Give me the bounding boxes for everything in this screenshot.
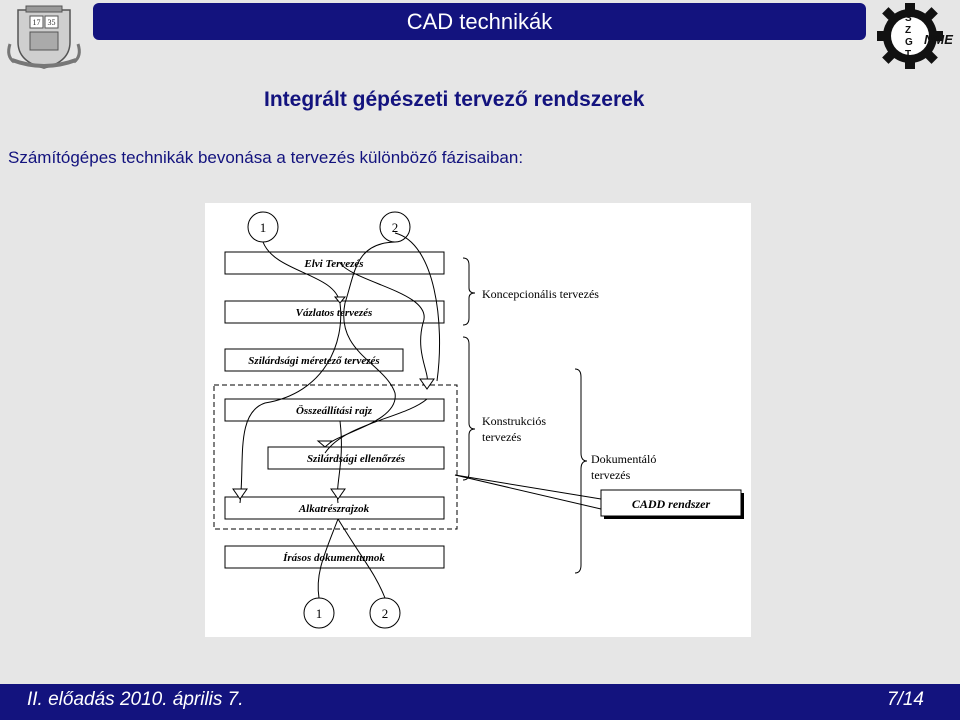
design-phase-diagram: 1 2 1 2 Elvi Tervezés Vázlatos tervezés …	[205, 203, 751, 637]
top-circle-1-label: 1	[260, 220, 267, 235]
box-szilardsagi-ellenorzes-label: Szilárdsági ellenőrzés	[307, 453, 405, 465]
box-elvi	[224, 251, 445, 275]
szgt-nme-gear-logo: S Z G T NME	[877, 3, 953, 69]
top-circle-2-label: 2	[392, 220, 399, 235]
university-crest-logo: 17 35	[7, 5, 81, 69]
box-irasos-label: Írásos dokumentumok	[282, 552, 385, 564]
box-elvi-label: Elvi Tervezés	[303, 258, 363, 270]
bottom-circle-1-label: 1	[316, 606, 323, 621]
box-osszeallitasi	[224, 398, 445, 422]
dashed-region	[213, 384, 458, 530]
box-szilardsagi-ellenorzes	[267, 446, 445, 470]
slide-title: Integrált gépészeti tervező rendszerek	[264, 88, 645, 111]
gear-logo-text: NME	[924, 32, 953, 47]
footer-bar	[0, 684, 960, 720]
phase-construction-line2: tervezés	[482, 430, 522, 444]
gear-letter-s: S	[905, 13, 912, 24]
page-number: 7/14	[887, 689, 924, 710]
box-szilardsagi-meretezo	[224, 348, 404, 372]
box-alkatreszrajzok-label: Alkatrészrajzok	[298, 503, 370, 515]
bottom-circle-2-label: 2	[382, 606, 389, 621]
box-vazlatos-label: Vázlatos tervezés	[296, 307, 373, 319]
cadd-label: CADD rendszer	[632, 497, 711, 511]
box-irasos	[224, 545, 445, 569]
phase-documentation-line2: tervezés	[591, 468, 631, 482]
gear-letter-t: T	[905, 49, 911, 60]
box-osszeallitasi-label: Összeállítási rajz	[296, 404, 373, 417]
header-title-bar: CAD technikák	[93, 3, 866, 40]
phase-documentation-line1: Dokumentáló	[591, 452, 656, 466]
phase-conceptual-label: Koncepcionális tervezés	[482, 287, 599, 301]
crest-year-left: 17	[33, 18, 41, 27]
footer-date: II. előadás 2010. április 7.	[27, 689, 244, 710]
crest-year-right: 35	[48, 18, 56, 27]
box-szilardsagi-meretezo-label: Szilárdsági méretező tervezés	[248, 355, 379, 367]
box-vazlatos	[224, 300, 445, 324]
header-title: CAD technikák	[406, 8, 553, 34]
gear-letter-g: G	[905, 37, 913, 48]
slide-subtitle: Számítógépes technikák bevonása a tervez…	[8, 148, 524, 167]
phase-construction-line1: Konstrukciós	[482, 414, 546, 428]
gear-letter-z: Z	[905, 25, 911, 36]
box-alkatreszrajzok	[224, 496, 445, 520]
